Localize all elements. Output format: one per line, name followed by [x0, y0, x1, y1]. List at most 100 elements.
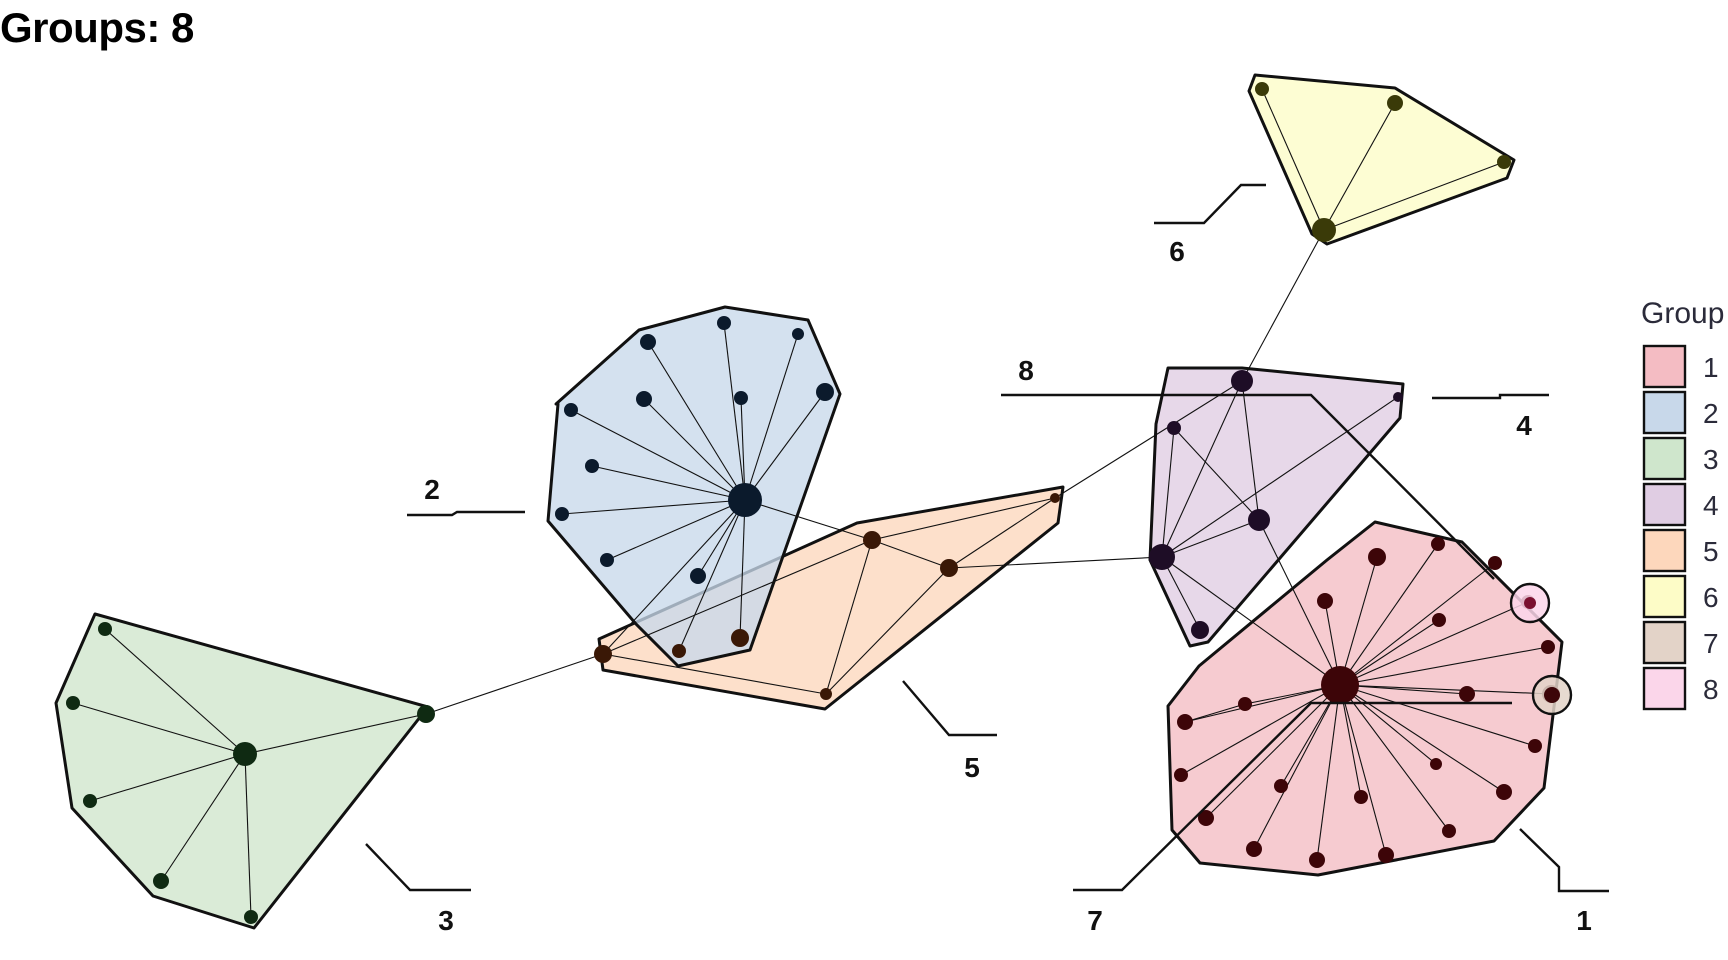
edge-c2-g2b — [723, 322, 746, 501]
group-8-leader — [1001, 393, 1495, 580]
node-g1r — [1198, 810, 1214, 826]
legend-swatch-7 — [1642, 620, 1687, 665]
node-g4a — [1167, 421, 1181, 435]
legend-label-2: 2 — [1703, 398, 1719, 429]
edge-c3-g3f — [244, 713, 427, 755]
edge-c1-g1a — [1339, 556, 1378, 686]
edge-c2-g2g — [740, 397, 746, 501]
edge-g5c-c4 — [1054, 380, 1243, 499]
edge-g5b-g5e — [825, 567, 950, 695]
network-nodes — [66, 82, 1573, 924]
node-g5c — [1050, 493, 1060, 503]
node-g2h — [585, 459, 599, 473]
edge-g4a-g4c — [1173, 427, 1260, 521]
edge-c4-g6d — [1241, 229, 1325, 382]
node-g1l — [1528, 739, 1542, 753]
edge-c4-g4d — [1161, 380, 1243, 558]
legend-label-6: 6 — [1703, 582, 1719, 613]
node-group-8 — [1524, 597, 1536, 609]
edge-g1h-g1i — [1184, 703, 1246, 723]
edge-g5b-g5c — [948, 497, 1056, 569]
edge-c3-g3a — [104, 628, 246, 755]
node-g2m — [731, 629, 749, 647]
edge-c1-g1e — [1339, 619, 1440, 686]
legend: Group 1 2 3 4 5 6 7 8 — [1641, 297, 1724, 711]
edge-g4b-g4d — [1161, 396, 1399, 558]
edge-c2-g2i — [561, 499, 746, 515]
legend-swatch-8 — [1642, 666, 1687, 711]
node-g2b — [717, 316, 731, 330]
edge-g5a-g5c — [871, 497, 1056, 541]
node-g4c — [1248, 509, 1270, 531]
node-g3e — [244, 910, 258, 924]
legend-label-7: 7 — [1703, 628, 1719, 659]
edge-c2-g2m — [739, 499, 746, 639]
node-g2g — [734, 391, 748, 405]
edge-g4d-c1 — [1161, 556, 1341, 686]
node-g3d — [153, 873, 169, 889]
node-g1e — [1432, 613, 1446, 627]
group-label-1: 1 — [1576, 905, 1592, 936]
node-g5b — [940, 559, 958, 577]
edge-c2-g2a — [647, 341, 746, 501]
group-labels: 1 2 3 4 5 6 7 8 — [424, 236, 1592, 936]
edge-c2-g2f — [643, 398, 746, 501]
edge-c1-g1v — [1339, 684, 1387, 856]
edge-c2-g2d — [744, 391, 826, 501]
edge-c1-g1p — [1339, 684, 1437, 765]
edge-c4-g4c — [1241, 380, 1260, 521]
edge-g5a-g5b — [871, 539, 950, 569]
node-g5a — [863, 531, 881, 549]
node-g4d — [1149, 544, 1175, 570]
node-g2d — [816, 383, 834, 401]
legend-swatch-2 — [1642, 390, 1687, 435]
node-g4b — [1393, 392, 1403, 402]
node-g6c — [1497, 155, 1511, 169]
node-g1t — [1246, 841, 1262, 857]
edge-c1-g1j — [1339, 684, 1468, 695]
node-g2f — [636, 391, 652, 407]
node-g1c — [1488, 556, 1502, 570]
network-edges — [72, 88, 1552, 918]
group-2-leader — [407, 510, 525, 517]
legend-swatch-1 — [1642, 344, 1687, 389]
node-g2k — [690, 568, 706, 584]
node-c4 — [1231, 370, 1253, 392]
edge-c3-g3d — [160, 753, 246, 882]
node-g3c — [83, 794, 97, 808]
group-5-leader — [902, 680, 997, 737]
node-g2c — [792, 328, 804, 340]
group-label-4: 4 — [1516, 410, 1532, 441]
group-7-leader — [1073, 701, 1512, 892]
group-3-hull — [54, 612, 430, 930]
edge-c1-g1f — [1339, 646, 1549, 686]
edge-g5a-g5e — [825, 539, 873, 695]
legend-label-4: 4 — [1703, 490, 1719, 521]
edge-g5d-g5e — [602, 653, 827, 695]
edge-c1-g1m — [1180, 684, 1341, 776]
group-label-6: 6 — [1169, 236, 1185, 267]
legend-swatch-4 — [1642, 482, 1687, 527]
node-c3 — [233, 742, 257, 766]
node-g6b — [1387, 95, 1403, 111]
node-g1b — [1431, 537, 1445, 551]
edge-c1-g1b — [1339, 543, 1439, 686]
group-6-hull — [1247, 73, 1516, 246]
edge-g5b-g4d — [948, 556, 1163, 569]
group-label-8: 8 — [1018, 355, 1034, 386]
node-g1u — [1309, 852, 1325, 868]
edge-c1-g1g — [1339, 601, 1529, 686]
node-group-7 — [1544, 687, 1560, 703]
node-g1o — [1354, 790, 1368, 804]
node-g6d — [1312, 218, 1336, 242]
node-g1m — [1174, 768, 1188, 782]
group-6-leader — [1154, 183, 1266, 225]
edge-c1-g1k — [1339, 684, 1552, 695]
node-c1 — [1321, 666, 1359, 704]
edge-g4c-g4d — [1161, 519, 1260, 558]
edge-c3-g3b — [72, 702, 246, 755]
group-label-leaders — [365, 183, 1609, 893]
edge-g5a-g5d — [602, 539, 873, 655]
legend-swatch-3 — [1642, 436, 1687, 481]
node-g2e — [564, 403, 578, 417]
